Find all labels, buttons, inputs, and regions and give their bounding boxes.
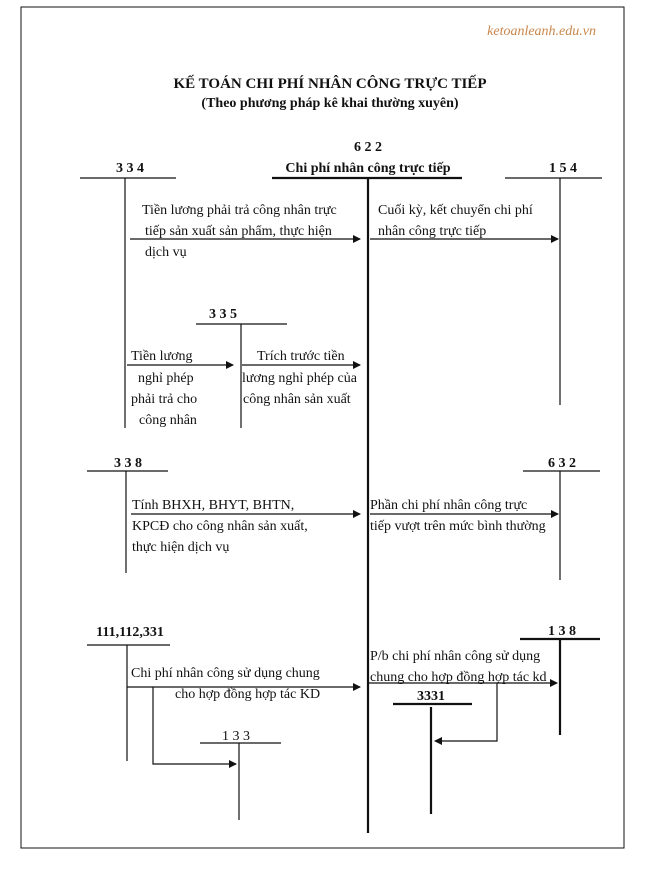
entry-label: Tính BHXH, BHYT, BHTN, [132,498,294,513]
watermark: ketoanleanh.edu.vn [487,24,596,39]
entry-label: 6 3 2 [548,456,576,471]
entry-label: nghỉ phép [138,371,194,386]
entry-label: 3 3 5 [209,307,237,322]
entry-shared-labor: Chi phí nhân công sử dụng chung cho hợp … [127,666,361,768]
entry-label: tiếp vượt trên mức bình thường [370,519,546,534]
account-154: 1 5 4 [505,161,602,405]
entry-allocation: P/b chi phí nhân công sử dụng chung cho … [368,649,558,745]
entry-label: 1 5 4 [549,161,577,176]
entry-label: 3331 [417,689,445,704]
entry-label: phải trả cho [131,392,197,407]
entry-label: Chi phí nhân công trực tiếp [285,161,450,176]
entry-label: công nhân sản xuất [243,392,351,407]
entry-label: nhân công trực tiếp [378,224,486,239]
entry-label: 3 3 4 [116,161,144,176]
entry-label: cho hợp đồng hợp tác KD [175,687,320,702]
entry-label: dịch vụ [145,245,187,260]
entry-label: tiếp sản xuất sản phẩm, thực hiện [145,224,332,239]
diagram-subtitle: (Theo phương pháp kê khai thường xuyên) [201,96,459,111]
account-334: 3 3 4 [80,161,176,428]
entry-label: thực hiện dịch vụ [132,540,229,555]
entry-label: 6 2 2 [354,140,382,155]
entry-accrued-leave: Trích trước tiền lương nghỉ phép của côn… [242,349,361,407]
account-3331: 3331 [393,689,472,814]
page-frame [20,6,625,849]
entry-label: 1 3 3 [222,729,250,744]
entry-label: KPCĐ cho công nhân sản xuất, [132,519,308,534]
entry-excess-cost: Phần chi phí nhân công trực tiếp vượt tr… [370,498,559,534]
account-138: 1 3 8 [520,624,600,735]
entry-label: Tiền lương phải trả công nhân trực [142,203,337,218]
account-335: 3 3 5 [196,307,287,428]
entry-transfer-154: Cuối kỳ, kết chuyển chi phí nhân công tr… [370,203,559,243]
account-632: 6 3 2 [523,456,600,580]
account-622: 6 2 2 Chi phí nhân công trực tiếp [272,140,462,833]
diagram-title: KẾ TOÁN CHI PHÍ NHÂN CÔNG TRỰC TIẾP [174,75,487,92]
entry-label: Phần chi phí nhân công trực [370,498,527,513]
entry-label: Tiền lương [131,349,193,364]
account-338: 3 3 8 [87,456,168,573]
entry-label: Chi phí nhân công sử dụng chung [131,666,320,681]
entry-label: P/b chi phí nhân công sử dụng [370,649,540,664]
account-133: 1 3 3 [200,729,281,820]
entry-wages-payable: Tiền lương phải trả công nhân trực tiếp … [130,203,361,260]
entry-label: 3 3 8 [114,456,142,471]
entry-label: công nhân [139,413,197,428]
entry-label: Cuối kỳ, kết chuyển chi phí [378,203,533,218]
entry-label: chung cho hợp đồng hợp tác kd [370,670,547,685]
entry-label: lương nghỉ phép của [242,371,358,386]
entry-label: Trích trước tiền [257,349,345,364]
entry-insurance: Tính BHXH, BHYT, BHTN, KPCĐ cho công nhâ… [131,498,361,555]
entry-leave-wages: Tiền lương nghỉ phép phải trả cho công n… [127,349,234,428]
entry-label: 111,112,331 [96,625,164,640]
account-111-112-331: 111,112,331 [87,625,170,761]
entry-label: 1 3 8 [548,624,576,639]
